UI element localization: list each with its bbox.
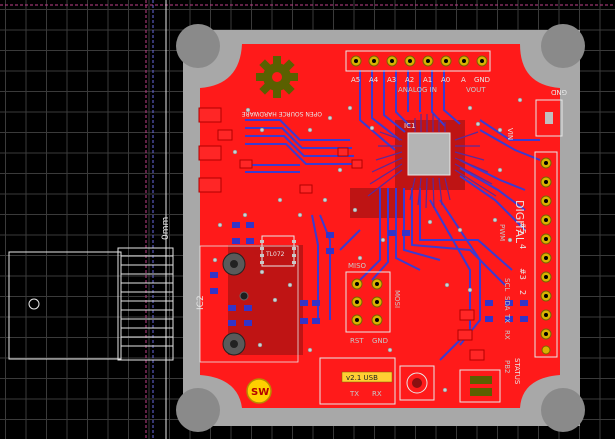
analog-pin-a2: A2 bbox=[405, 76, 414, 84]
i2c-label-sda: SDA bbox=[503, 296, 511, 311]
brand-badge: SW bbox=[246, 378, 272, 404]
isp-label-rst: RST bbox=[350, 337, 364, 345]
bottom-traces bbox=[245, 70, 541, 361]
usb-connector-outline[interactable] bbox=[8, 0, 174, 439]
digital-title: DIGITAL bbox=[513, 200, 526, 244]
analog-pin-a5: A5 bbox=[351, 76, 360, 84]
analog-header[interactable]: A5 A4 A3 A2 A1 A0 A GND ANALOG IN VOUT bbox=[345, 50, 491, 94]
led-label-tx: TX bbox=[349, 390, 359, 398]
analog-pin-a3: A3 bbox=[387, 76, 396, 84]
analog-pin-a0: A0 bbox=[441, 76, 450, 84]
regulator-label: IC2 bbox=[196, 295, 206, 310]
i2c-label-rx: RX bbox=[503, 330, 511, 340]
analog-pin-a: A bbox=[461, 76, 466, 84]
isp-label-miso: MISO bbox=[348, 262, 367, 270]
analog-title: ANALOG IN bbox=[398, 86, 437, 94]
power-label-vin: VIN bbox=[506, 128, 514, 140]
pwm-label: PWM bbox=[498, 224, 506, 241]
usb-led-block[interactable]: v2.1 USB TX RX bbox=[319, 357, 396, 405]
digital-pin-5: #5 bbox=[518, 222, 527, 234]
vreg-label: v2.1 USB bbox=[346, 374, 378, 382]
digital-pin-3: #3 bbox=[518, 268, 527, 280]
power-header[interactable]: GND VIN bbox=[506, 88, 567, 140]
isp-label-gnd: GND bbox=[372, 337, 388, 345]
main-ic-label: IC1 bbox=[404, 122, 415, 130]
status-label: STATUS bbox=[513, 358, 521, 385]
digital-header[interactable]: DIGITAL PWM #5 4 #3 2 SCL SDA TX RX STAT… bbox=[498, 151, 558, 385]
analog-pin-gnd: GND bbox=[474, 76, 490, 84]
vias bbox=[212, 97, 523, 393]
reset-button[interactable] bbox=[399, 365, 435, 401]
dimension-label: 0mm bbox=[161, 217, 171, 240]
i2c-label-tx: TX bbox=[503, 313, 511, 323]
digital-pin-4: 4 bbox=[518, 244, 527, 249]
brand-badge-text: SW bbox=[251, 387, 269, 398]
isp-label-mosi: MOSI bbox=[393, 290, 401, 308]
isp-header[interactable]: MISO RST GND MOSI bbox=[345, 262, 401, 345]
main-microcontroller[interactable] bbox=[407, 132, 451, 176]
analog-pin-a1: A1 bbox=[423, 76, 432, 84]
op-amp-label: TL072 bbox=[265, 251, 285, 258]
op-amp-region[interactable]: TL072 IC2 bbox=[196, 235, 299, 363]
pb2-label: PB2 bbox=[503, 360, 511, 373]
i2c-label-scl: SCL bbox=[503, 278, 511, 291]
ic-fanout bbox=[367, 114, 497, 209]
power-label-gnd: GND bbox=[551, 88, 567, 96]
power-label-vout: VOUT bbox=[466, 86, 486, 94]
top-pads bbox=[198, 107, 485, 361]
bottom-pads bbox=[210, 222, 528, 326]
status-led-block[interactable] bbox=[459, 369, 501, 403]
analog-pin-a4: A4 bbox=[369, 76, 379, 84]
led-label-rx: RX bbox=[372, 390, 382, 398]
digital-pin-2: 2 bbox=[518, 290, 527, 295]
oshw-text: OPEN SOURCE HARDWARE bbox=[242, 110, 322, 117]
